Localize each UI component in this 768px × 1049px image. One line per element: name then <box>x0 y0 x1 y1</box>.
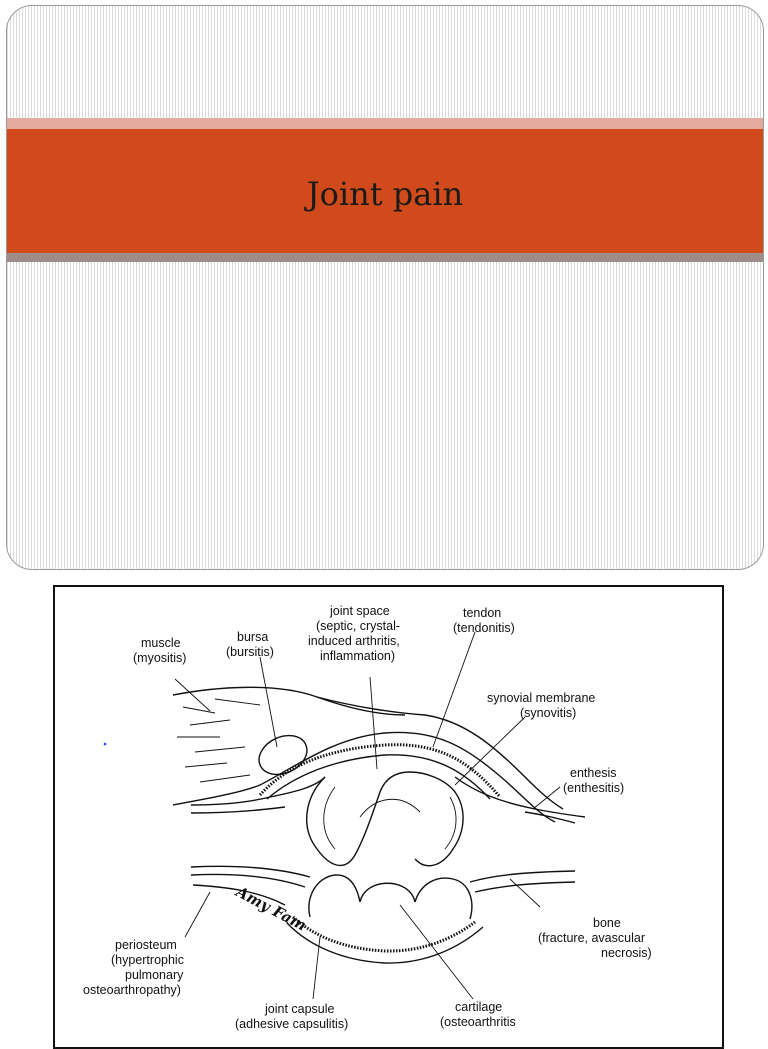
label-joint-space: joint space (septic, crystal- induced ar… <box>308 604 404 663</box>
title-band: Joint pain <box>7 129 763 253</box>
joint-illustration <box>172 686 586 964</box>
label-periosteum: periosteum (hypertrophic pulmonary osteo… <box>83 938 187 997</box>
joint-diagram-frame: muscle (myositis) bursa (bursitis) joint… <box>53 585 724 1049</box>
label-bone: bone (fracture, avascular necrosis) <box>538 916 652 960</box>
joint-diagram: muscle (myositis) bursa (bursitis) joint… <box>83 604 652 1031</box>
label-cartilage: cartilage (osteoarthritis <box>440 1000 516 1029</box>
label-synovial-membrane: synovial membrane (synovitis) <box>487 691 599 720</box>
title-band-top-stripe <box>7 118 763 129</box>
label-bursa: bursa (bursitis) <box>226 630 274 659</box>
title-slide: Joint pain <box>6 5 764 570</box>
leader-lines <box>174 631 561 1000</box>
label-joint-capsule: joint capsule (adhesive capsulitis) <box>235 1002 348 1031</box>
stray-dot <box>103 742 107 746</box>
slide-title: Joint pain <box>306 175 464 213</box>
label-tendon: tendon (tendonitis) <box>453 606 515 635</box>
title-band-bottom-stripe <box>7 253 763 262</box>
label-enthesis: enthesis (enthesitis) <box>563 766 624 795</box>
artist-signature: Amy Fam <box>231 882 309 935</box>
label-muscle: muscle (myositis) <box>133 636 186 665</box>
